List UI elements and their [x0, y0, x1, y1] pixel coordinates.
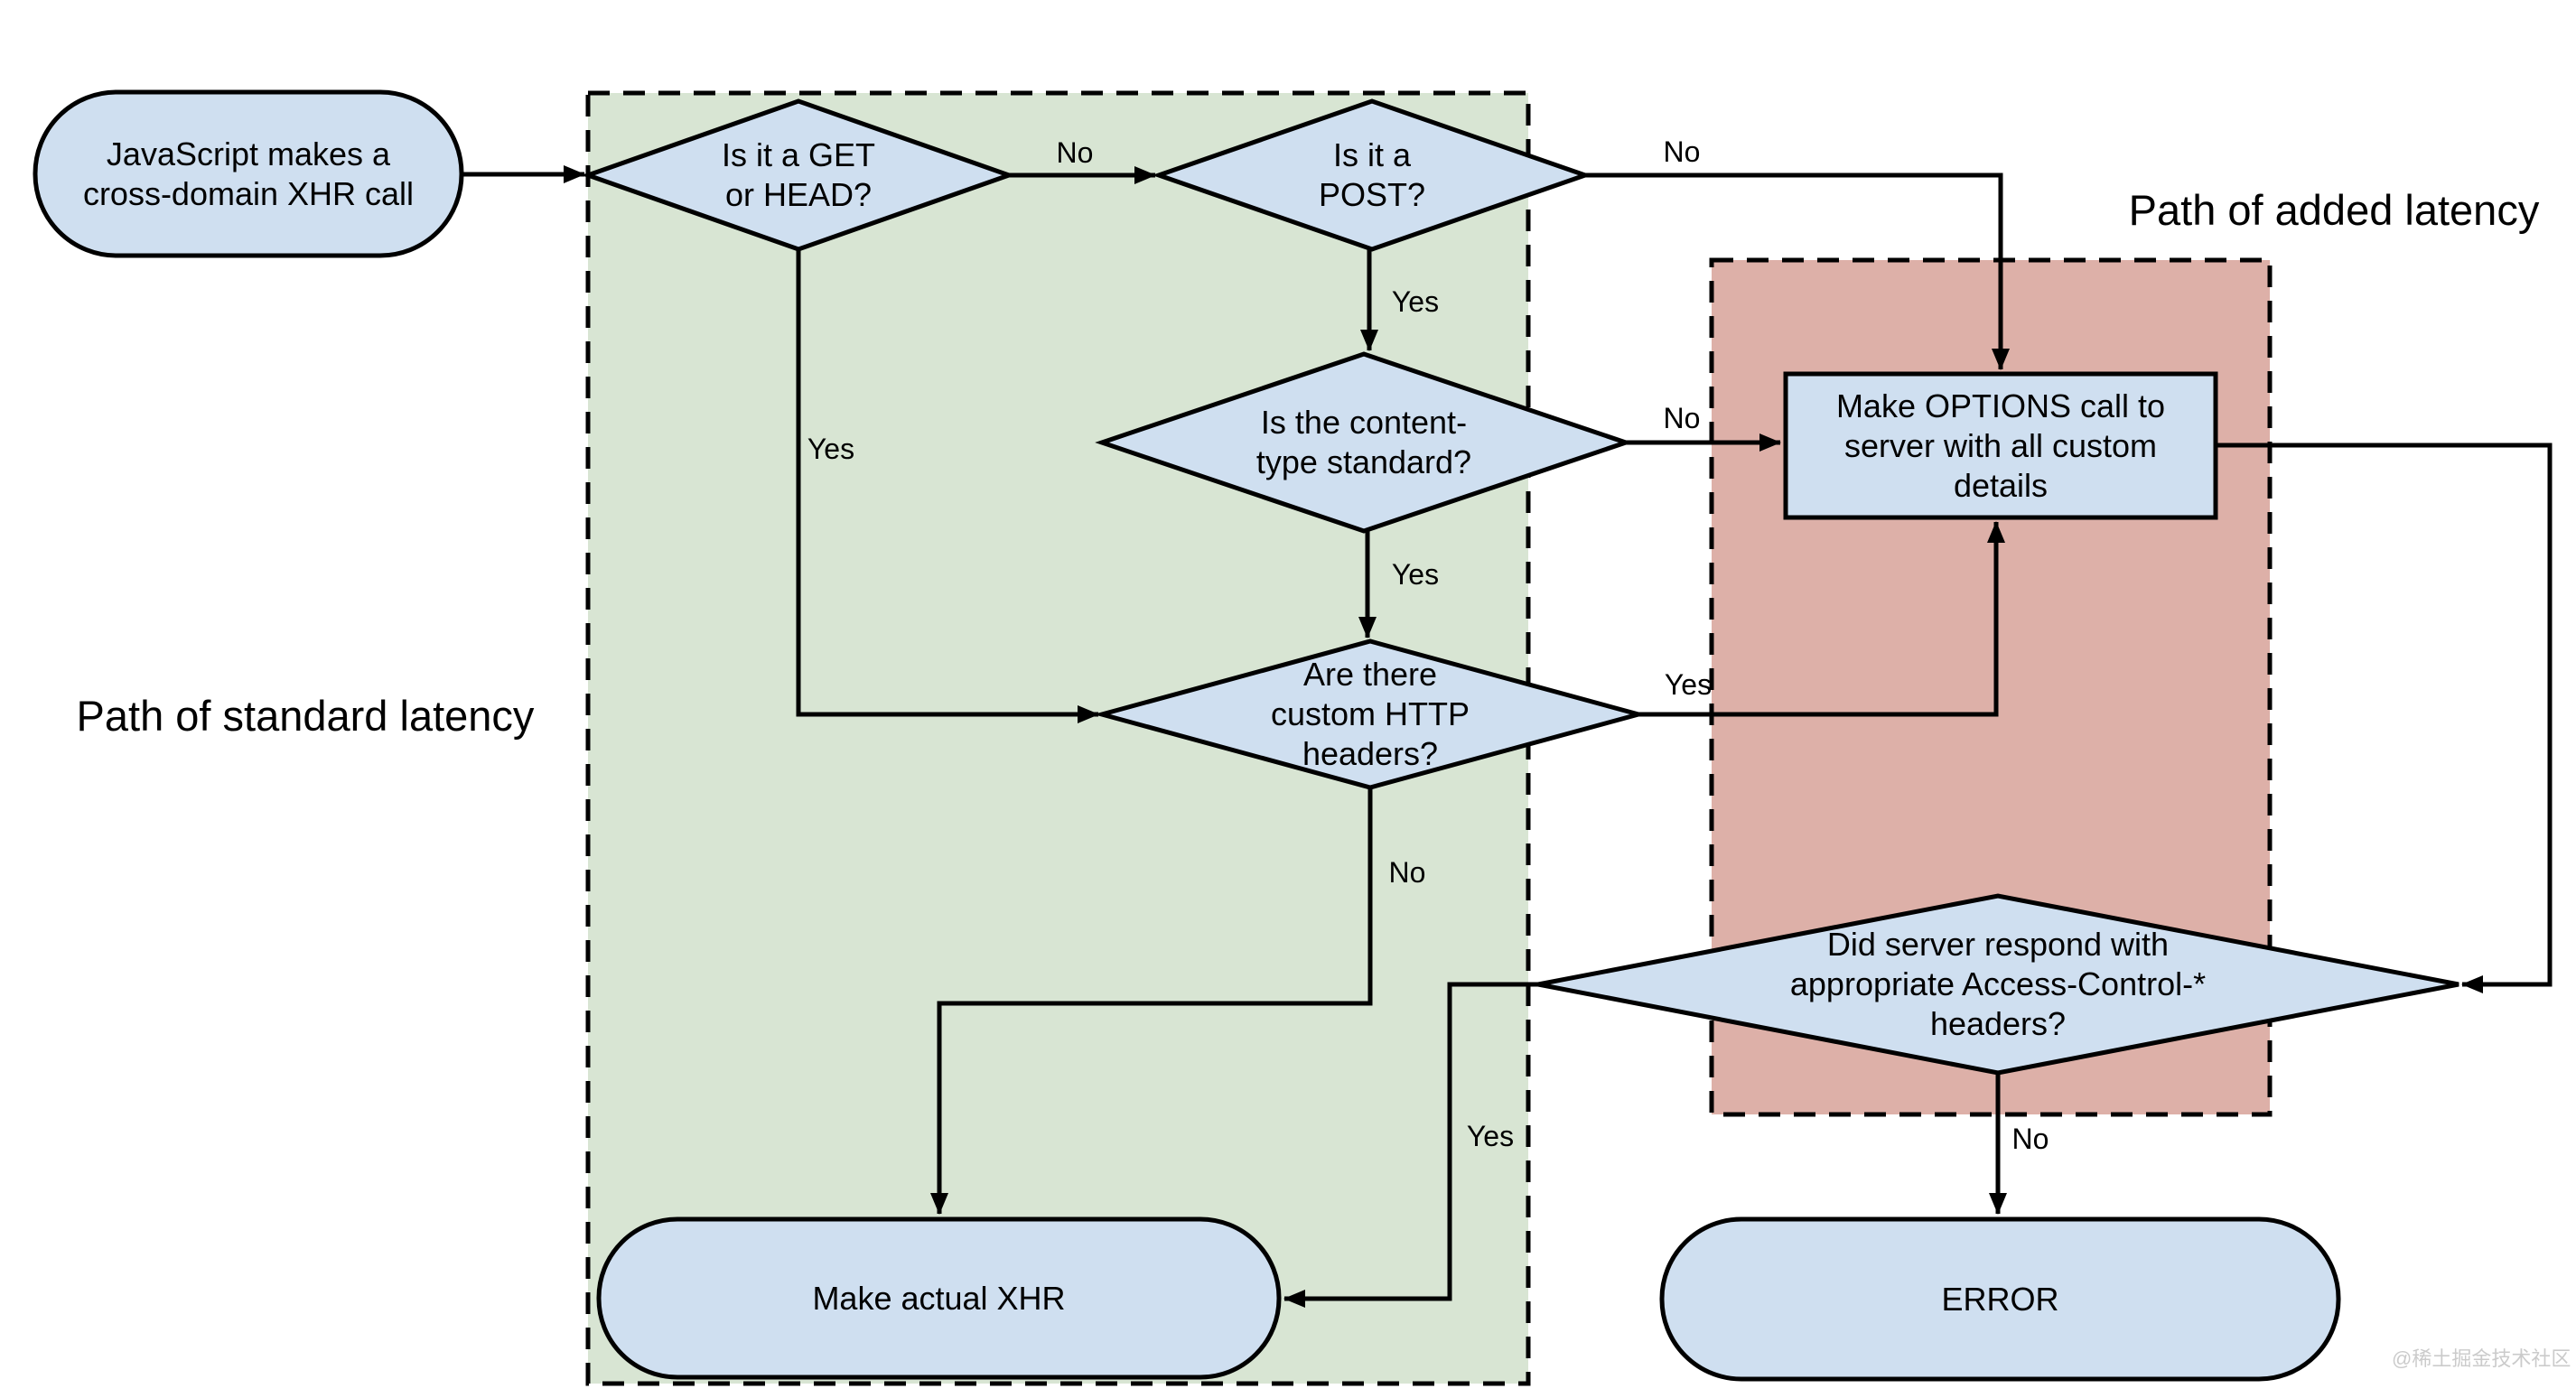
content-type-decision-label: Is the content- type standard?: [1255, 404, 1472, 480]
edge-custom-headers-no-to-make-xhr: [930, 788, 1373, 1216]
get-head-decision-label: Is it a GET or HEAD?: [721, 136, 876, 213]
make-xhr-node-label: Make actual XHR: [812, 1279, 1066, 1317]
edge-label-post-yes: Yes: [1391, 285, 1440, 318]
make-xhr-node-shape: [596, 1216, 1282, 1380]
edge-label-access-no: No: [2011, 1123, 2049, 1155]
access-control-decision-shape: [1537, 893, 2459, 1076]
options-call-node-label: Make OPTIONS call to server with all cus…: [1835, 387, 2166, 504]
access-control-decision-label: Did server respond with appropriate Acce…: [1789, 926, 2207, 1042]
start-node-shape: [33, 89, 464, 258]
edge-options-to-access-control: [2217, 443, 2553, 993]
error-node-shape: [1659, 1216, 2341, 1382]
edge-access-yes-to-make-xhr: [1283, 982, 1538, 1308]
start-node-label: JavaScript makes a cross-domain XHR call: [82, 135, 415, 212]
added-latency-region-label: Path of added latency: [2128, 186, 2540, 234]
content-type-decision-shape: [1095, 351, 1633, 534]
edge-label-content-type-yes: Yes: [1391, 558, 1440, 591]
edge-label-get-head-no: No: [1056, 136, 1094, 169]
edge-label-access-yes: Yes: [1466, 1120, 1515, 1152]
edge-label-get-head-yes: Yes: [807, 433, 855, 465]
standard-latency-region-label: Path of standard latency: [76, 692, 535, 740]
edge-label-content-type-no: No: [1663, 402, 1701, 434]
custom-headers-decision-shape: [1093, 638, 1647, 790]
edge-custom-headers-yes-to-options: [1638, 520, 2005, 717]
edge-get-head-yes-to-custom-headers: [796, 249, 1100, 723]
edge-label-custom-headers-yes: Yes: [1664, 668, 1713, 701]
watermark-text: @稀土掘金技术社区: [2392, 1347, 2571, 1370]
edge-label-post-no: No: [1663, 135, 1701, 168]
error-node-label: ERROR: [1941, 1280, 2059, 1318]
edge-post-no-to-options: [1585, 172, 2010, 371]
custom-headers-decision-label: Are there custom HTTP headers?: [1270, 656, 1470, 772]
post-decision-shape: [1152, 98, 1592, 252]
post-decision-label: Is it a POST?: [1318, 136, 1426, 213]
options-call-node-shape: [1783, 371, 2218, 520]
edge-label-custom-headers-no: No: [1388, 856, 1426, 889]
get-head-decision-shape: [581, 98, 1016, 252]
